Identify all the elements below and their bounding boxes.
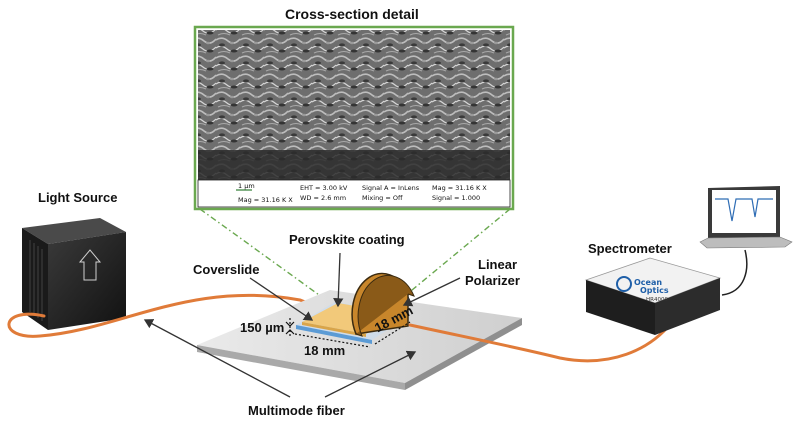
sem-eht: EHT = 3.00 kV	[300, 184, 348, 192]
spectrometer-device	[584, 257, 722, 335]
ocean-optics-logo-icon	[616, 276, 632, 292]
light-source-fins	[29, 240, 43, 321]
arrow-fiber-right	[324, 350, 417, 398]
arrow-polarizer	[402, 277, 461, 307]
laptop	[699, 186, 793, 249]
brand-optics: Optics	[640, 286, 669, 295]
light-source-front	[48, 232, 126, 330]
spectrometer-side	[655, 278, 720, 335]
fiber-right	[408, 320, 674, 363]
label-spectrometer: Spectrometer	[588, 241, 672, 256]
sem-inset	[193, 25, 515, 211]
label-fiber: Multimode fiber	[248, 403, 345, 418]
fiber-left	[7, 293, 347, 338]
dim-thickness-arrow-bottom	[285, 329, 295, 335]
dim-width2-line	[374, 321, 411, 345]
light-source-top	[22, 218, 126, 244]
label-perovskite: Perovskite coating	[289, 232, 405, 247]
sem-info-bar	[197, 179, 511, 208]
arrow-coverslide	[249, 277, 314, 321]
label-coverslide: Coverslide	[193, 262, 260, 277]
label-light-source: Light Source	[38, 190, 118, 205]
coverslide-edge	[296, 325, 372, 344]
label-linear: Linear	[478, 257, 518, 272]
projection-lines	[199, 208, 511, 306]
spectrometer-front	[586, 280, 655, 335]
laptop-base	[699, 236, 793, 249]
light-source-logo-icon	[78, 249, 102, 281]
label-polarizer: Polarizer	[465, 273, 520, 288]
spectrum-plot	[715, 198, 773, 222]
brand-ocean: Ocean	[634, 278, 663, 287]
laptop-screen	[712, 190, 776, 233]
light-source-side	[22, 228, 48, 330]
light-source-device	[22, 218, 126, 330]
sem-mixing: Mixing = Off	[362, 194, 403, 202]
linear-polarizer	[351, 272, 415, 337]
sem-signal-a: Signal A = InLens	[362, 184, 420, 192]
pointer-arrows	[143, 252, 461, 398]
sem-mag-left: Mag = 31.16 K X	[238, 196, 293, 204]
dim-thickness-arrow-top	[285, 321, 295, 327]
dim-width1-line	[294, 333, 371, 348]
sem-signal: Signal = 1.000	[432, 194, 481, 202]
plate-side-edge	[405, 318, 522, 390]
label-thickness: 150 µm	[240, 320, 285, 335]
perovskite-edge	[302, 322, 366, 337]
arrow-perovskite	[333, 252, 344, 308]
dimension-markers	[285, 318, 411, 348]
arrow-fiber-left	[143, 319, 291, 398]
sem-mag-right: Mag = 31.16 K X	[432, 184, 487, 192]
brand-model: HR4000	[646, 297, 668, 303]
usb-cable	[721, 249, 748, 296]
sem-scale-label: 1 µm	[238, 182, 255, 190]
plate-front-edge	[197, 345, 405, 390]
label-width1: 18 mm	[304, 343, 346, 358]
polarizer-rim	[355, 274, 415, 337]
inset-title: Cross-section detail	[285, 6, 419, 22]
sem-wd: WD = 2.6 mm	[300, 194, 347, 202]
sem-substrate	[198, 150, 510, 180]
